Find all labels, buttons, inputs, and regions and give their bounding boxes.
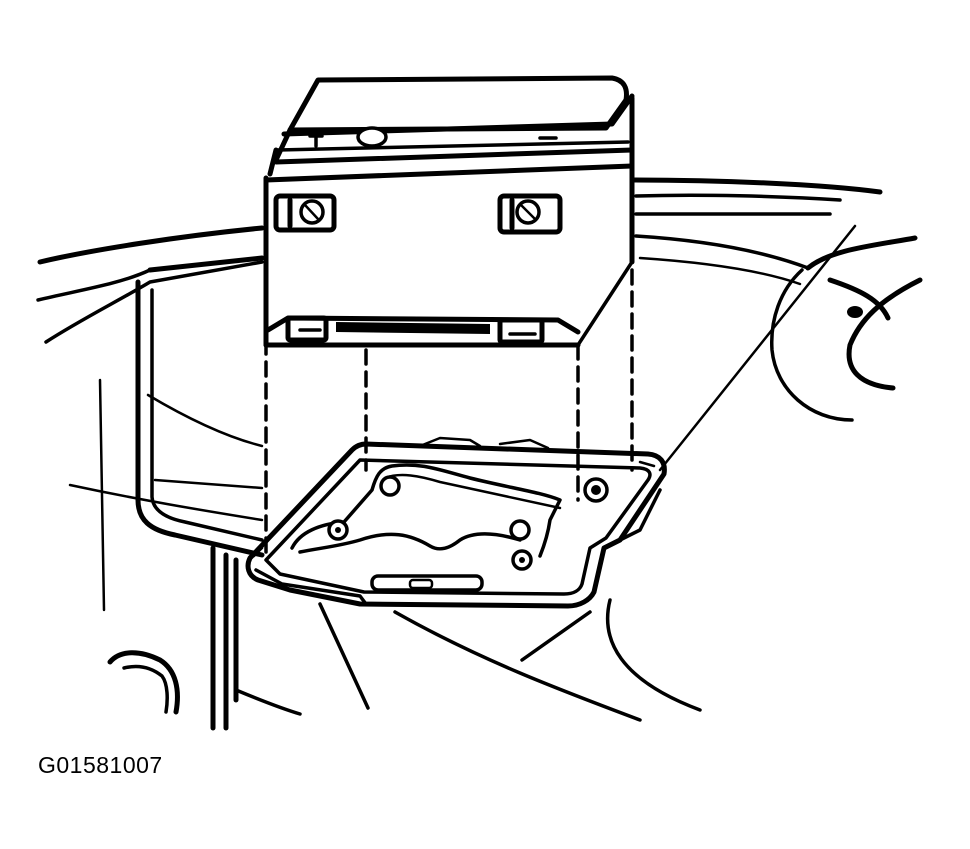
mounting-hole-right bbox=[847, 306, 863, 318]
tray-bolt-3 bbox=[509, 519, 531, 541]
battery bbox=[263, 75, 635, 348]
detail-strokes bbox=[252, 460, 656, 558]
alignment-lines bbox=[264, 268, 634, 562]
battery-tray bbox=[245, 436, 667, 609]
left-lower-bracket bbox=[107, 545, 302, 731]
side-terminal-left bbox=[273, 193, 337, 233]
figure-id-label: G01581007 bbox=[38, 752, 163, 778]
tray-bolt-1 bbox=[379, 475, 401, 497]
right-body-panel bbox=[605, 177, 923, 712]
tray-support-lines bbox=[318, 602, 642, 722]
positive-terminal-marking bbox=[308, 128, 324, 148]
battery-terminal-center bbox=[356, 126, 388, 148]
left-body-panel bbox=[36, 225, 265, 612]
